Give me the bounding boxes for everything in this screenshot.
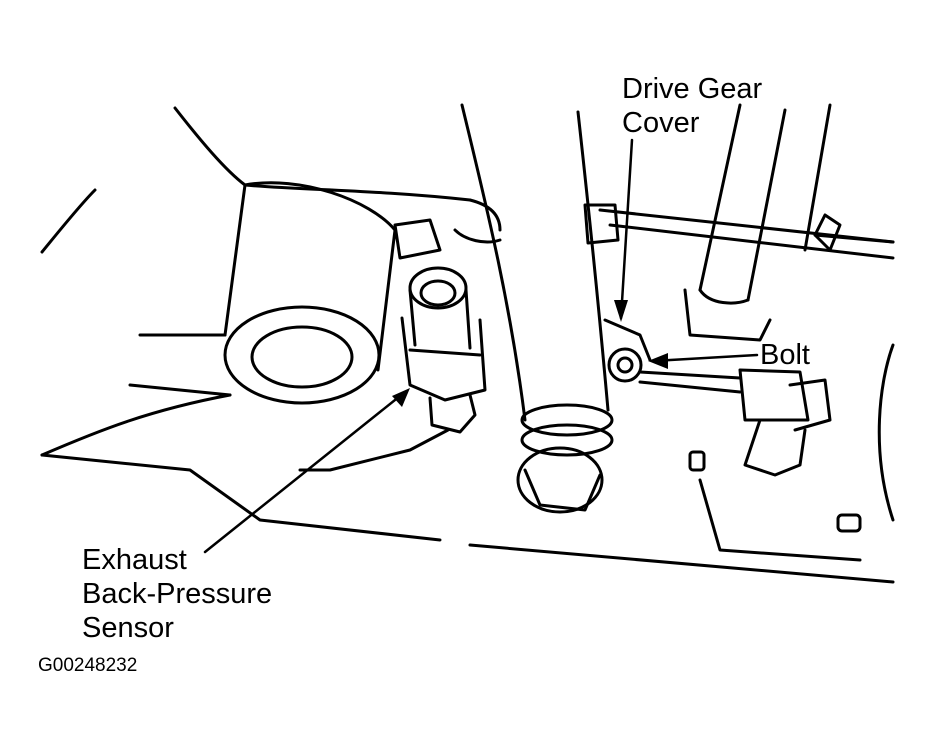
- exhaust-sensor-label-line1: Exhaust: [82, 544, 187, 576]
- drive-gear-cover-label-line2: Cover: [622, 107, 700, 139]
- exhaust-sensor-label-line2: Back-Pressure: [82, 578, 273, 610]
- exhaust-sensor-label: Exhaust Back-Pressure Sensor: [82, 543, 272, 645]
- engine-body-outline: [40, 106, 895, 584]
- exhaust-sensor-label-line3: Sensor: [82, 612, 174, 644]
- right-fitting-drawing: [688, 368, 862, 562]
- drive-gear-cover-leader: [619, 138, 634, 320]
- drive-gear-cover-label: Drive Gear Cover: [622, 72, 762, 140]
- bolt-arrowhead: [648, 353, 668, 369]
- leader-lines: [203, 138, 759, 554]
- bolt-drawing: [607, 347, 742, 394]
- nut-drawing: [393, 203, 620, 260]
- vertical-hose: [460, 103, 614, 514]
- drive-gear-cover-arrowhead: [614, 300, 628, 322]
- exhaust-sensor-arrowhead: [392, 388, 410, 407]
- cylinder-housing: [128, 181, 397, 405]
- figure-id: G00248232: [38, 655, 138, 676]
- bolt-leader: [651, 353, 759, 363]
- bolt-label: Bolt: [760, 339, 810, 371]
- arrowheads: [392, 300, 668, 407]
- exhaust-sensor-leader: [203, 390, 407, 554]
- drive-gear-cover-drawing: [603, 103, 832, 362]
- exhaust-sensor-drawing: [298, 266, 487, 472]
- drive-gear-cover-label-line1: Drive Gear: [622, 73, 763, 105]
